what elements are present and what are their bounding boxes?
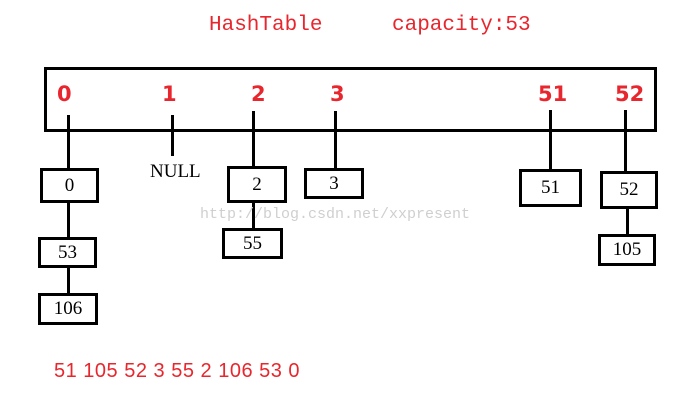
traversal-sequence: 51 105 52 3 55 2 106 53 0 — [54, 360, 301, 382]
connector-line — [624, 110, 627, 174]
table-index-2: 2 — [251, 82, 266, 106]
chain-node: 55 — [222, 228, 283, 259]
table-index-3: 3 — [330, 82, 345, 106]
chain-node: 106 — [38, 293, 98, 325]
capacity-label: capacity:53 — [392, 14, 531, 37]
hash-table-array — [44, 67, 657, 132]
chain-node: 51 — [519, 169, 582, 207]
chain-node: 0 — [40, 168, 99, 203]
null-label: NULL — [150, 161, 201, 182]
connector-line — [252, 201, 255, 231]
chain-node: 2 — [227, 166, 287, 203]
diagram-title: HashTable — [209, 14, 323, 37]
table-index-0: 0 — [57, 82, 72, 106]
chain-node: 52 — [600, 171, 658, 209]
connector-line — [171, 115, 174, 156]
connector-line — [67, 201, 70, 240]
connector-line — [252, 111, 255, 169]
connector-line — [67, 115, 70, 171]
table-index-52: 52 — [615, 82, 645, 106]
connector-line — [334, 111, 337, 171]
connector-line — [549, 110, 552, 172]
connector-line — [626, 207, 629, 237]
table-index-1: 1 — [162, 82, 177, 106]
chain-node: 53 — [38, 237, 97, 268]
connector-line — [67, 266, 70, 295]
table-index-51: 51 — [538, 82, 568, 106]
watermark-text: http://blog.csdn.net/xxpresent — [200, 206, 471, 223]
chain-node: 3 — [304, 168, 364, 199]
chain-node: 105 — [598, 234, 656, 266]
